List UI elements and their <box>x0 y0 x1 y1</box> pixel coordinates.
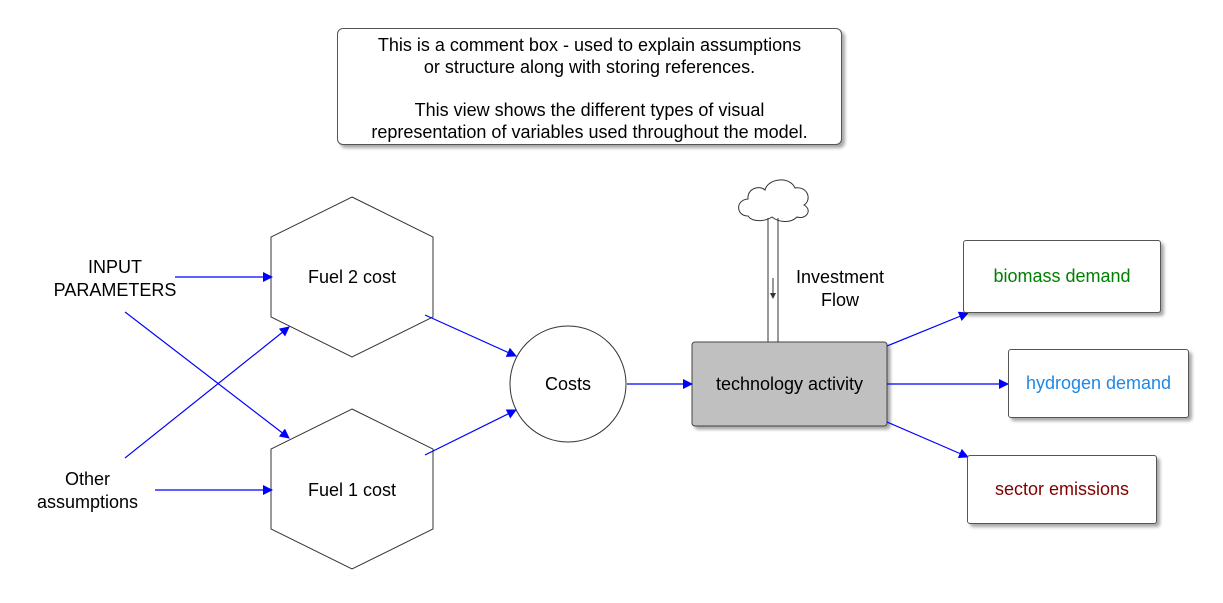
fuel2-cost-hexagon[interactable] <box>270 196 434 358</box>
fuel2-cost-label: Fuel 2 cost <box>307 267 397 287</box>
flow-valve-arrowhead <box>770 293 776 299</box>
sector-emissions-label: sector emissions <box>994 479 1130 499</box>
arrow-other-to-fuel2 <box>124 326 290 459</box>
fuel1-cost-label: Fuel 1 cost <box>307 480 397 500</box>
hydrogen-demand-label: hydrogen demand <box>1025 373 1172 393</box>
connector-arrows <box>124 272 1009 495</box>
fuel1-cost-hexagon[interactable] <box>270 408 434 570</box>
arrow-tech-to-biomass <box>886 311 969 347</box>
technology-activity-label: technology activity <box>715 374 864 394</box>
other-assumptions-line-1: Other <box>64 469 111 489</box>
arrow-input-to-fuel1 <box>124 311 290 439</box>
comment-line-1: This is a comment box - used to explain … <box>377 35 802 55</box>
input-parameters-line-2: PARAMETERS <box>53 280 177 300</box>
arrow-fuel2-to-costs <box>424 314 517 357</box>
investment-flow-line-1: Investment <box>795 267 885 287</box>
costs-circle[interactable] <box>509 325 627 443</box>
biomass-demand-box[interactable]: biomass demand <box>963 240 1161 313</box>
cloud-icon <box>738 179 809 222</box>
investment-flow-line-2: Flow <box>820 290 859 310</box>
hydrogen-demand-box[interactable]: hydrogen demand <box>1008 349 1189 418</box>
arrow-tech-to-emissions <box>886 421 969 459</box>
sector-emissions-box[interactable]: sector emissions <box>967 455 1157 524</box>
other-assumptions-line-2: assumptions <box>36 492 139 512</box>
investment-flow-pipe <box>767 218 779 342</box>
investment-flow-label[interactable]: Investment Flow <box>780 266 900 312</box>
comment-line-2: or structure along with storing referenc… <box>423 57 756 77</box>
biomass-demand-label: biomass demand <box>993 266 1131 286</box>
other-assumptions-label[interactable]: Other assumptions <box>15 468 160 514</box>
comment-line-3: This view shows the different types of v… <box>414 100 765 120</box>
arrow-fuel1-to-costs <box>424 409 517 456</box>
input-parameters-line-1: INPUT <box>88 257 142 277</box>
comment-box: This is a comment box - used to explain … <box>337 28 842 145</box>
comment-line-4: representation of variables used through… <box>371 122 808 142</box>
costs-label: Costs <box>544 374 591 394</box>
input-parameters-label[interactable]: INPUT PARAMETERS <box>40 256 190 302</box>
